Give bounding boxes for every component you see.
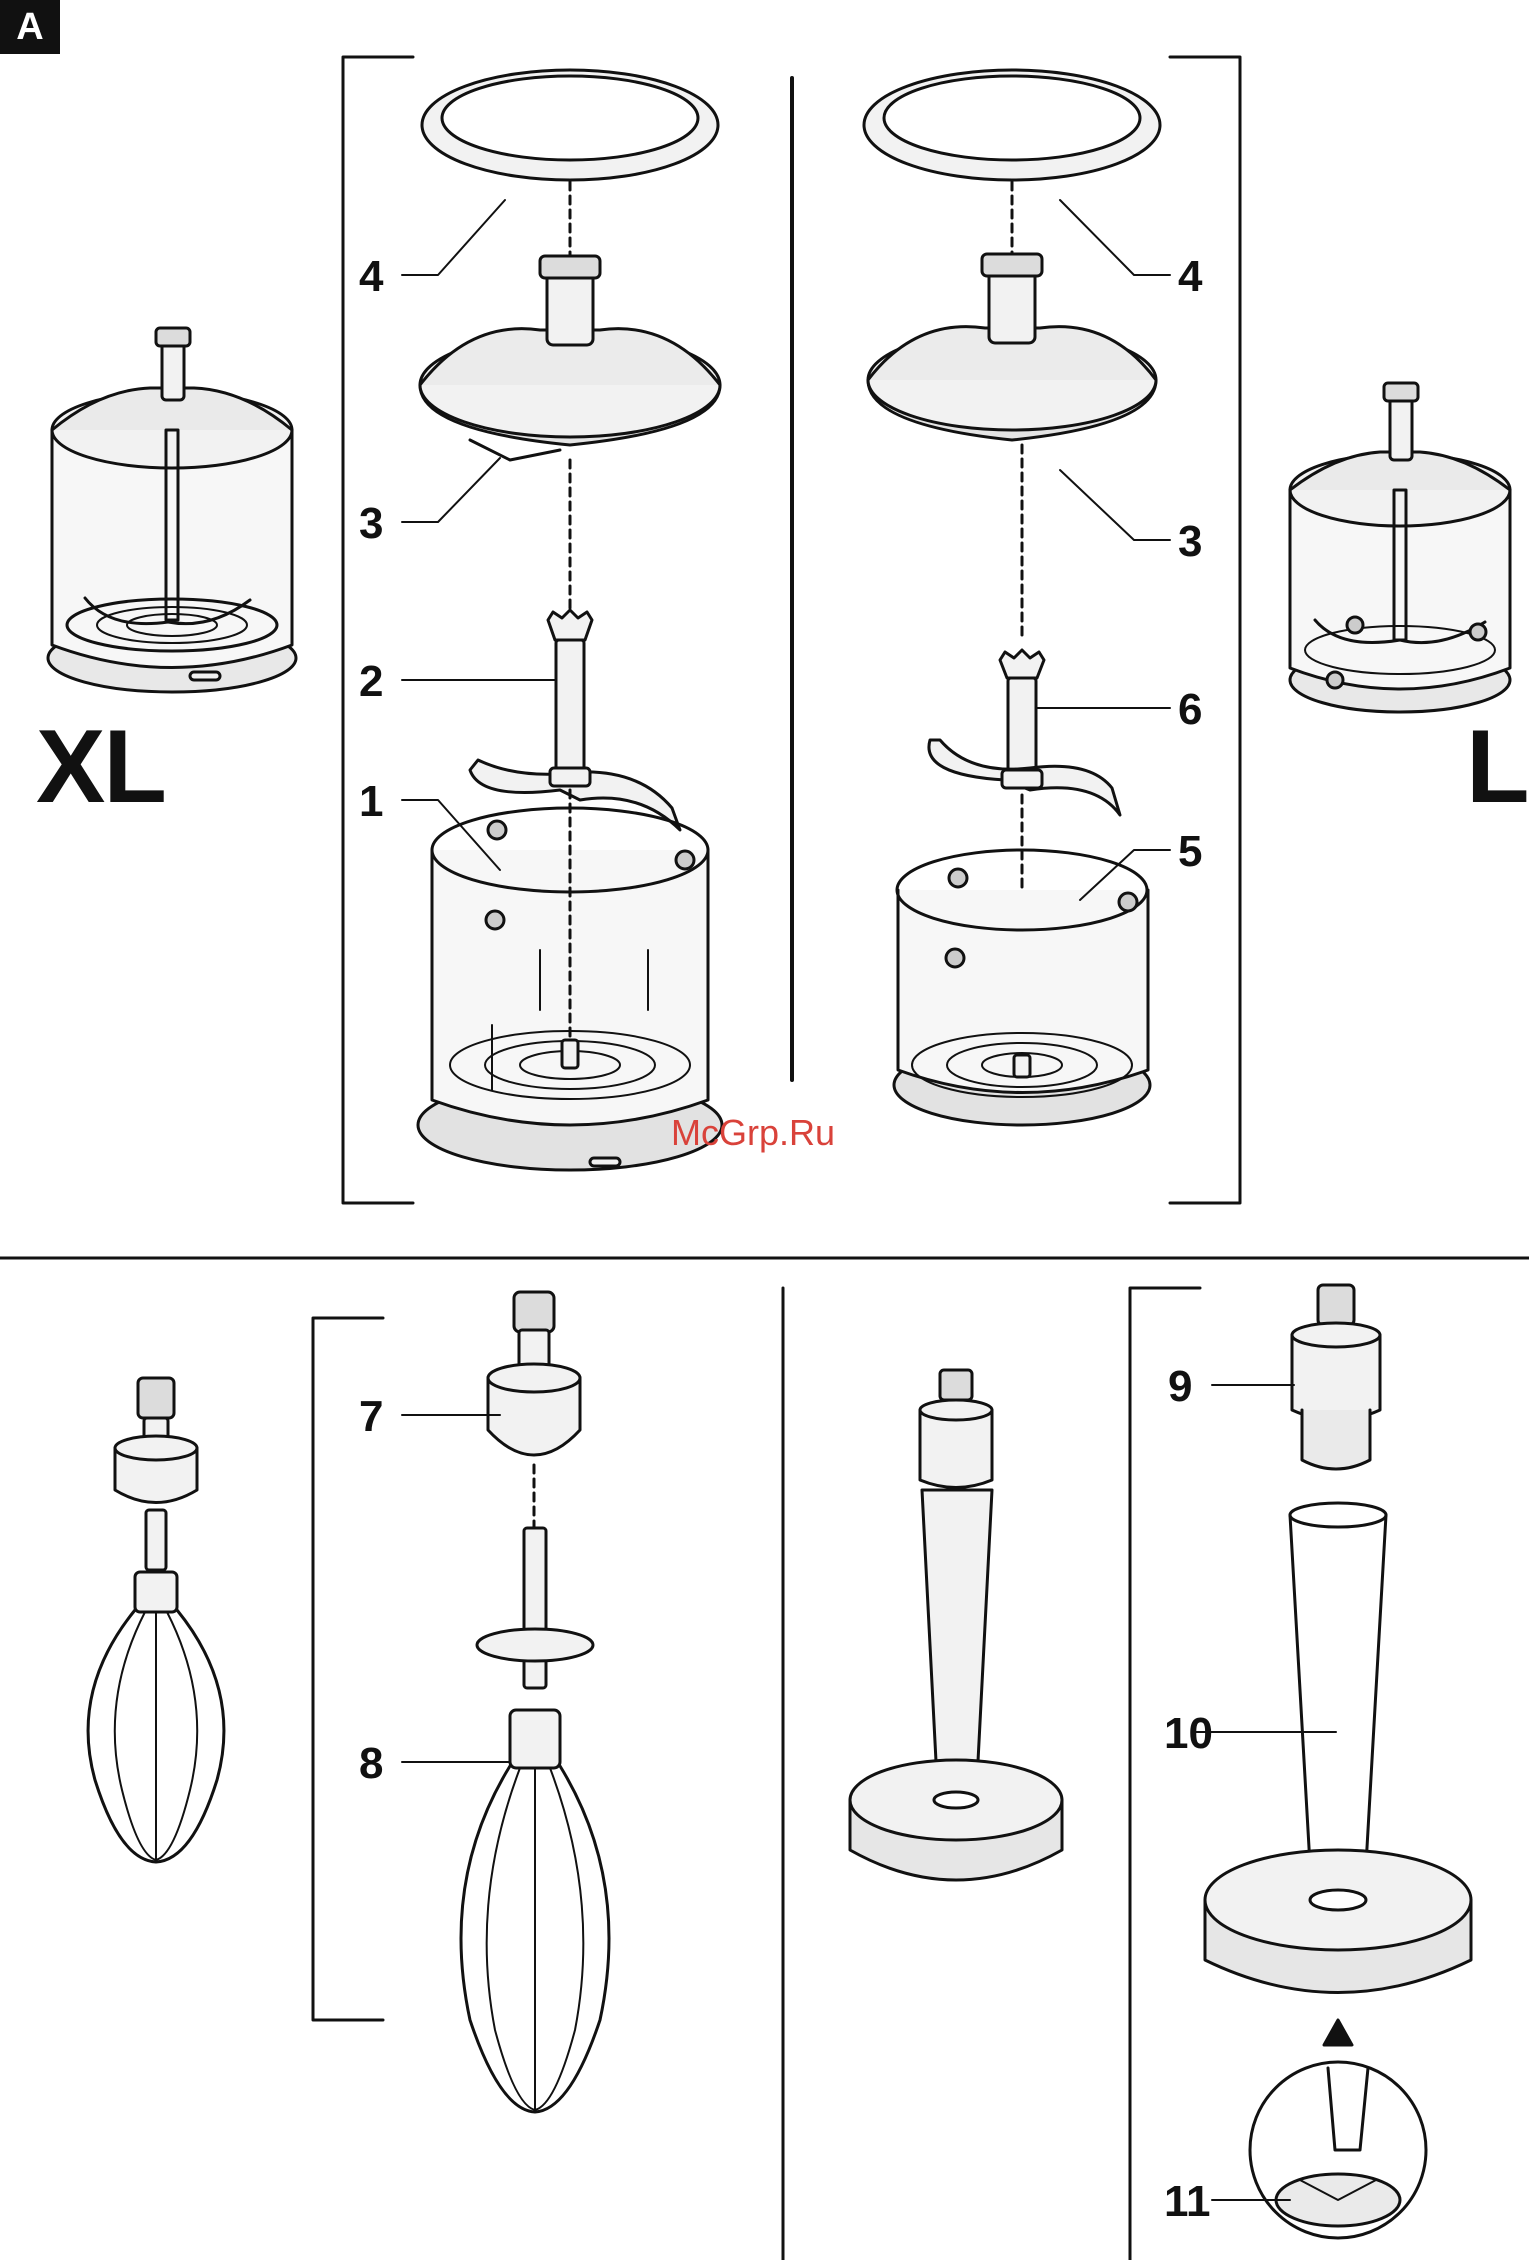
l-bowl-5 [894, 850, 1150, 1125]
callout-leaders [402, 200, 1336, 2200]
callout-7: 7 [359, 1395, 383, 1439]
callout-9: 9 [1168, 1365, 1192, 1409]
watermark: McGrp.Ru [671, 1112, 835, 1154]
callout-1: 1 [359, 780, 383, 824]
callout-4-left: 4 [359, 255, 383, 299]
callout-10: 10 [1164, 1712, 1213, 1756]
assembled-whisk [88, 1378, 224, 1862]
callout-6: 6 [1178, 688, 1202, 732]
l-lid-4 [864, 70, 1160, 180]
xl-lid-4 [422, 70, 718, 180]
callout-8: 8 [359, 1742, 383, 1786]
callout-3-right: 3 [1178, 520, 1202, 564]
size-label-l: L [1466, 715, 1528, 819]
callout-5: 5 [1178, 830, 1202, 874]
figure-label: A [0, 0, 60, 54]
masher-adapter-9 [1292, 1285, 1380, 1469]
callout-2: 2 [359, 660, 383, 704]
l-gear-cover-3 [868, 254, 1156, 440]
xl-gear-cover-3 [420, 256, 720, 460]
whisk-gearbox-7 [488, 1292, 580, 1455]
xl-assembled-bowl [48, 328, 296, 692]
l-assembled-bowl [1290, 383, 1510, 712]
size-label-xl: XL [36, 715, 165, 819]
masher-shaft-10 [1205, 1503, 1471, 1993]
assembled-masher [850, 1370, 1062, 1880]
callout-4-right: 4 [1178, 255, 1202, 299]
whisk-8 [461, 1528, 609, 2112]
callout-11: 11 [1164, 2180, 1211, 2224]
xl-blade-2 [470, 610, 680, 830]
l-blade-6 [929, 650, 1120, 815]
callout-3-left: 3 [359, 502, 383, 546]
masher-disc-detail-11 [1250, 2020, 1426, 2238]
